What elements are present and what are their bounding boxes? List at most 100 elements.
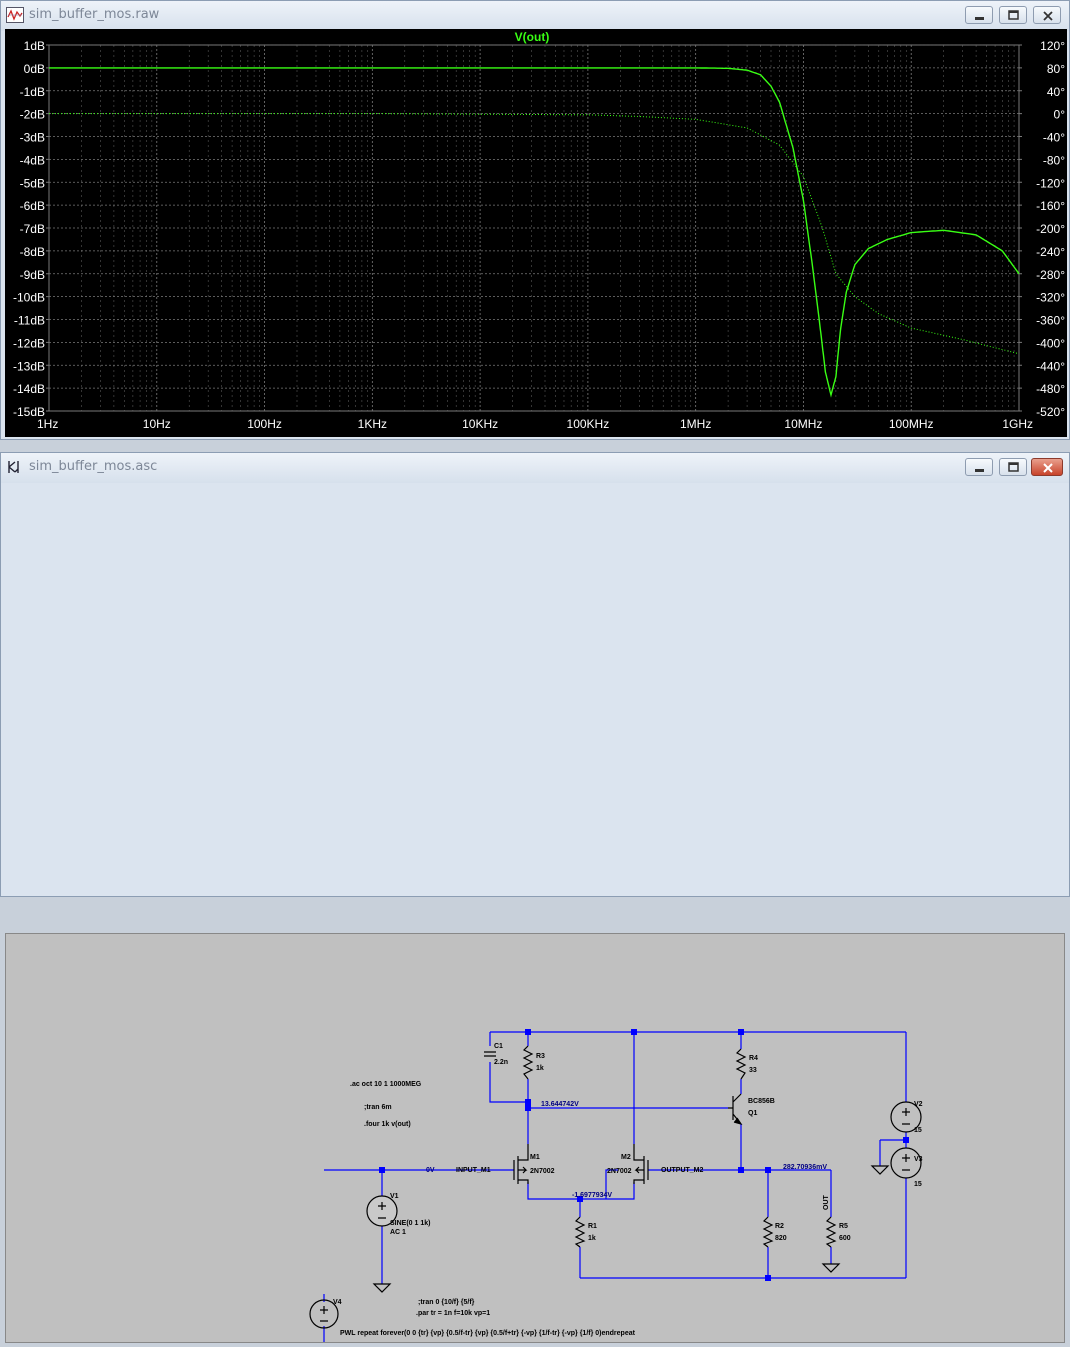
schematic-window-titlebar[interactable]: sim_buffer_mos.asc (1, 453, 1069, 483)
close-icon (1043, 11, 1053, 21)
plot-close-button[interactable] (1033, 6, 1061, 24)
v1-ac: AC 1 (390, 1229, 406, 1236)
resistor-r5 (825, 1216, 837, 1248)
plot-window-title: sim_buffer_mos.raw (29, 7, 160, 22)
r5-name: R5 (839, 1223, 848, 1230)
v4-name: V4 (333, 1299, 342, 1306)
resistor-r3 (522, 1045, 534, 1080)
v3-value: 15 (914, 1181, 922, 1188)
x-tick-label: 1Hz (37, 417, 58, 431)
plot-minimize-button[interactable] (965, 6, 993, 24)
voltage-source-v3 (890, 1147, 922, 1179)
y-left-tick-label: -13dB (13, 359, 45, 373)
plot-traces (49, 67, 1020, 398)
x-tick-label: 10MHz (784, 417, 822, 431)
ground-v1 (372, 1283, 392, 1293)
y-left-tick-label: -9dB (20, 268, 45, 282)
y-right-tick-label: -80° (1043, 153, 1065, 167)
directive-param[interactable]: .par tr = 1n f=10k vp=1 (416, 1310, 490, 1317)
y-left-tick-label: -15dB (13, 405, 45, 419)
minimize-icon (975, 469, 984, 472)
y-right-tick-label: 40° (1047, 85, 1065, 99)
schematic-drawing[interactable]: C1 2.2n R3 1k R4 33 BC856B Q1 M1 2N7002 … (6, 934, 1064, 1342)
directive-ac[interactable]: .ac oct 10 1 1000MEG (350, 1081, 422, 1088)
y-left-tick-label: -10dB (13, 291, 45, 305)
r1-value: 1k (588, 1235, 596, 1242)
y-left-tick-label: 0dB (24, 62, 45, 76)
node-voltage-in: 0V (426, 1167, 435, 1174)
schematic-window-title: sim_buffer_mos.asc (29, 459, 158, 474)
ground-v3 (870, 1165, 890, 1175)
x-tick-label: 100Hz (247, 417, 282, 431)
y-right-tick-label: -480° (1036, 382, 1065, 396)
y-left-tick-label: -12dB (13, 336, 45, 350)
y-right-tick-label: -440° (1036, 359, 1065, 373)
components (309, 1045, 922, 1329)
y-right-tick-label: -280° (1036, 268, 1065, 282)
resistor-r1 (574, 1216, 586, 1248)
plot-maximize-button[interactable] (999, 6, 1027, 24)
schematic-minimize-button[interactable] (965, 458, 993, 476)
y-right-tick-label: 120° (1040, 39, 1065, 53)
maximize-icon (1008, 10, 1019, 20)
net-input-m1: INPUT_M1 (456, 1167, 491, 1174)
y-left-tick-label: -8dB (20, 245, 45, 259)
q1-name: Q1 (748, 1110, 757, 1117)
node-voltage-top: 13.644742V (541, 1101, 579, 1108)
y-right-tick-label: -320° (1036, 291, 1065, 305)
y-right-tick-label: -160° (1036, 199, 1065, 213)
m2-model: 2N7002 (607, 1168, 632, 1175)
y-right-tick-label: -240° (1036, 245, 1065, 259)
x-tick-label: 1MHz (680, 417, 711, 431)
directive-pwl[interactable]: PWL repeat forever(0 0 {tr} {vp} {0.5/f-… (340, 1330, 636, 1337)
y-right-tick-label: -120° (1036, 176, 1065, 190)
ltspice-schematic-icon (8, 461, 19, 473)
m1-name: M1 (530, 1154, 540, 1161)
directive-tran1[interactable]: ;tran 6m (364, 1104, 392, 1111)
schematic-close-button[interactable] (1031, 458, 1063, 476)
schematic-maximize-button[interactable] (999, 458, 1027, 476)
r1-name: R1 (588, 1223, 597, 1230)
y-left-tick-label: -3dB (20, 131, 45, 145)
r5-value: 600 (839, 1235, 851, 1242)
capacitor-c1 (484, 1051, 496, 1057)
m1-model: 2N7002 (530, 1168, 555, 1175)
trace-phase (49, 113, 1020, 355)
v2-value: 15 (914, 1127, 922, 1134)
y-right-tick-label: 0° (1054, 108, 1066, 122)
y-right-tick-label: -520° (1036, 405, 1065, 419)
mosfet-m1 (513, 1144, 529, 1184)
schematic-canvas[interactable]: C1 2.2n R3 1k R4 33 BC856B Q1 M1 2N7002 … (5, 933, 1065, 1343)
directive-tran2[interactable]: ;tran 0 {10/f} {5/f} (418, 1299, 475, 1306)
x-tick-label: 100KHz (567, 417, 610, 431)
y-left-tick-label: -11dB (14, 314, 45, 328)
schematic-window: sim_buffer_mos.asc (0, 452, 1070, 1343)
net-names: INPUT_M1 OUTPUT_M2 OUT (456, 1167, 830, 1210)
x-tick-label: 10KHz (462, 417, 498, 431)
x-tick-label: 1GHz (1002, 417, 1033, 431)
node-voltage-src: -1.6977934V (572, 1192, 612, 1199)
node-voltage-labels: 13.644742V 0V -1.6977934V 282.70936mV (426, 1101, 827, 1199)
trace-magnitude (49, 67, 1020, 398)
waveform-plot-icon (6, 7, 24, 23)
trace-label-vout[interactable]: V(out) (515, 30, 550, 44)
maximize-icon (1008, 462, 1019, 472)
y-left-tick-label: -6dB (20, 199, 45, 213)
m2-name: M2 (621, 1154, 631, 1161)
r3-name: R3 (536, 1053, 545, 1060)
node-voltage-out: 282.70936mV (783, 1164, 827, 1171)
y-left-tick-label: -4dB (20, 153, 45, 167)
wires (323, 1031, 907, 1342)
y-left-tick-label: -7dB (20, 222, 45, 236)
plot-window-titlebar[interactable]: sim_buffer_mos.raw (1, 1, 1069, 31)
minimize-icon (975, 17, 984, 20)
y-right-tick-label: -40° (1043, 131, 1065, 145)
c1-name: C1 (494, 1043, 503, 1050)
directive-four[interactable]: .four 1k v(out) (364, 1121, 411, 1128)
y-left-tick-label: -14dB (13, 382, 45, 396)
resistor-r2 (762, 1216, 774, 1248)
